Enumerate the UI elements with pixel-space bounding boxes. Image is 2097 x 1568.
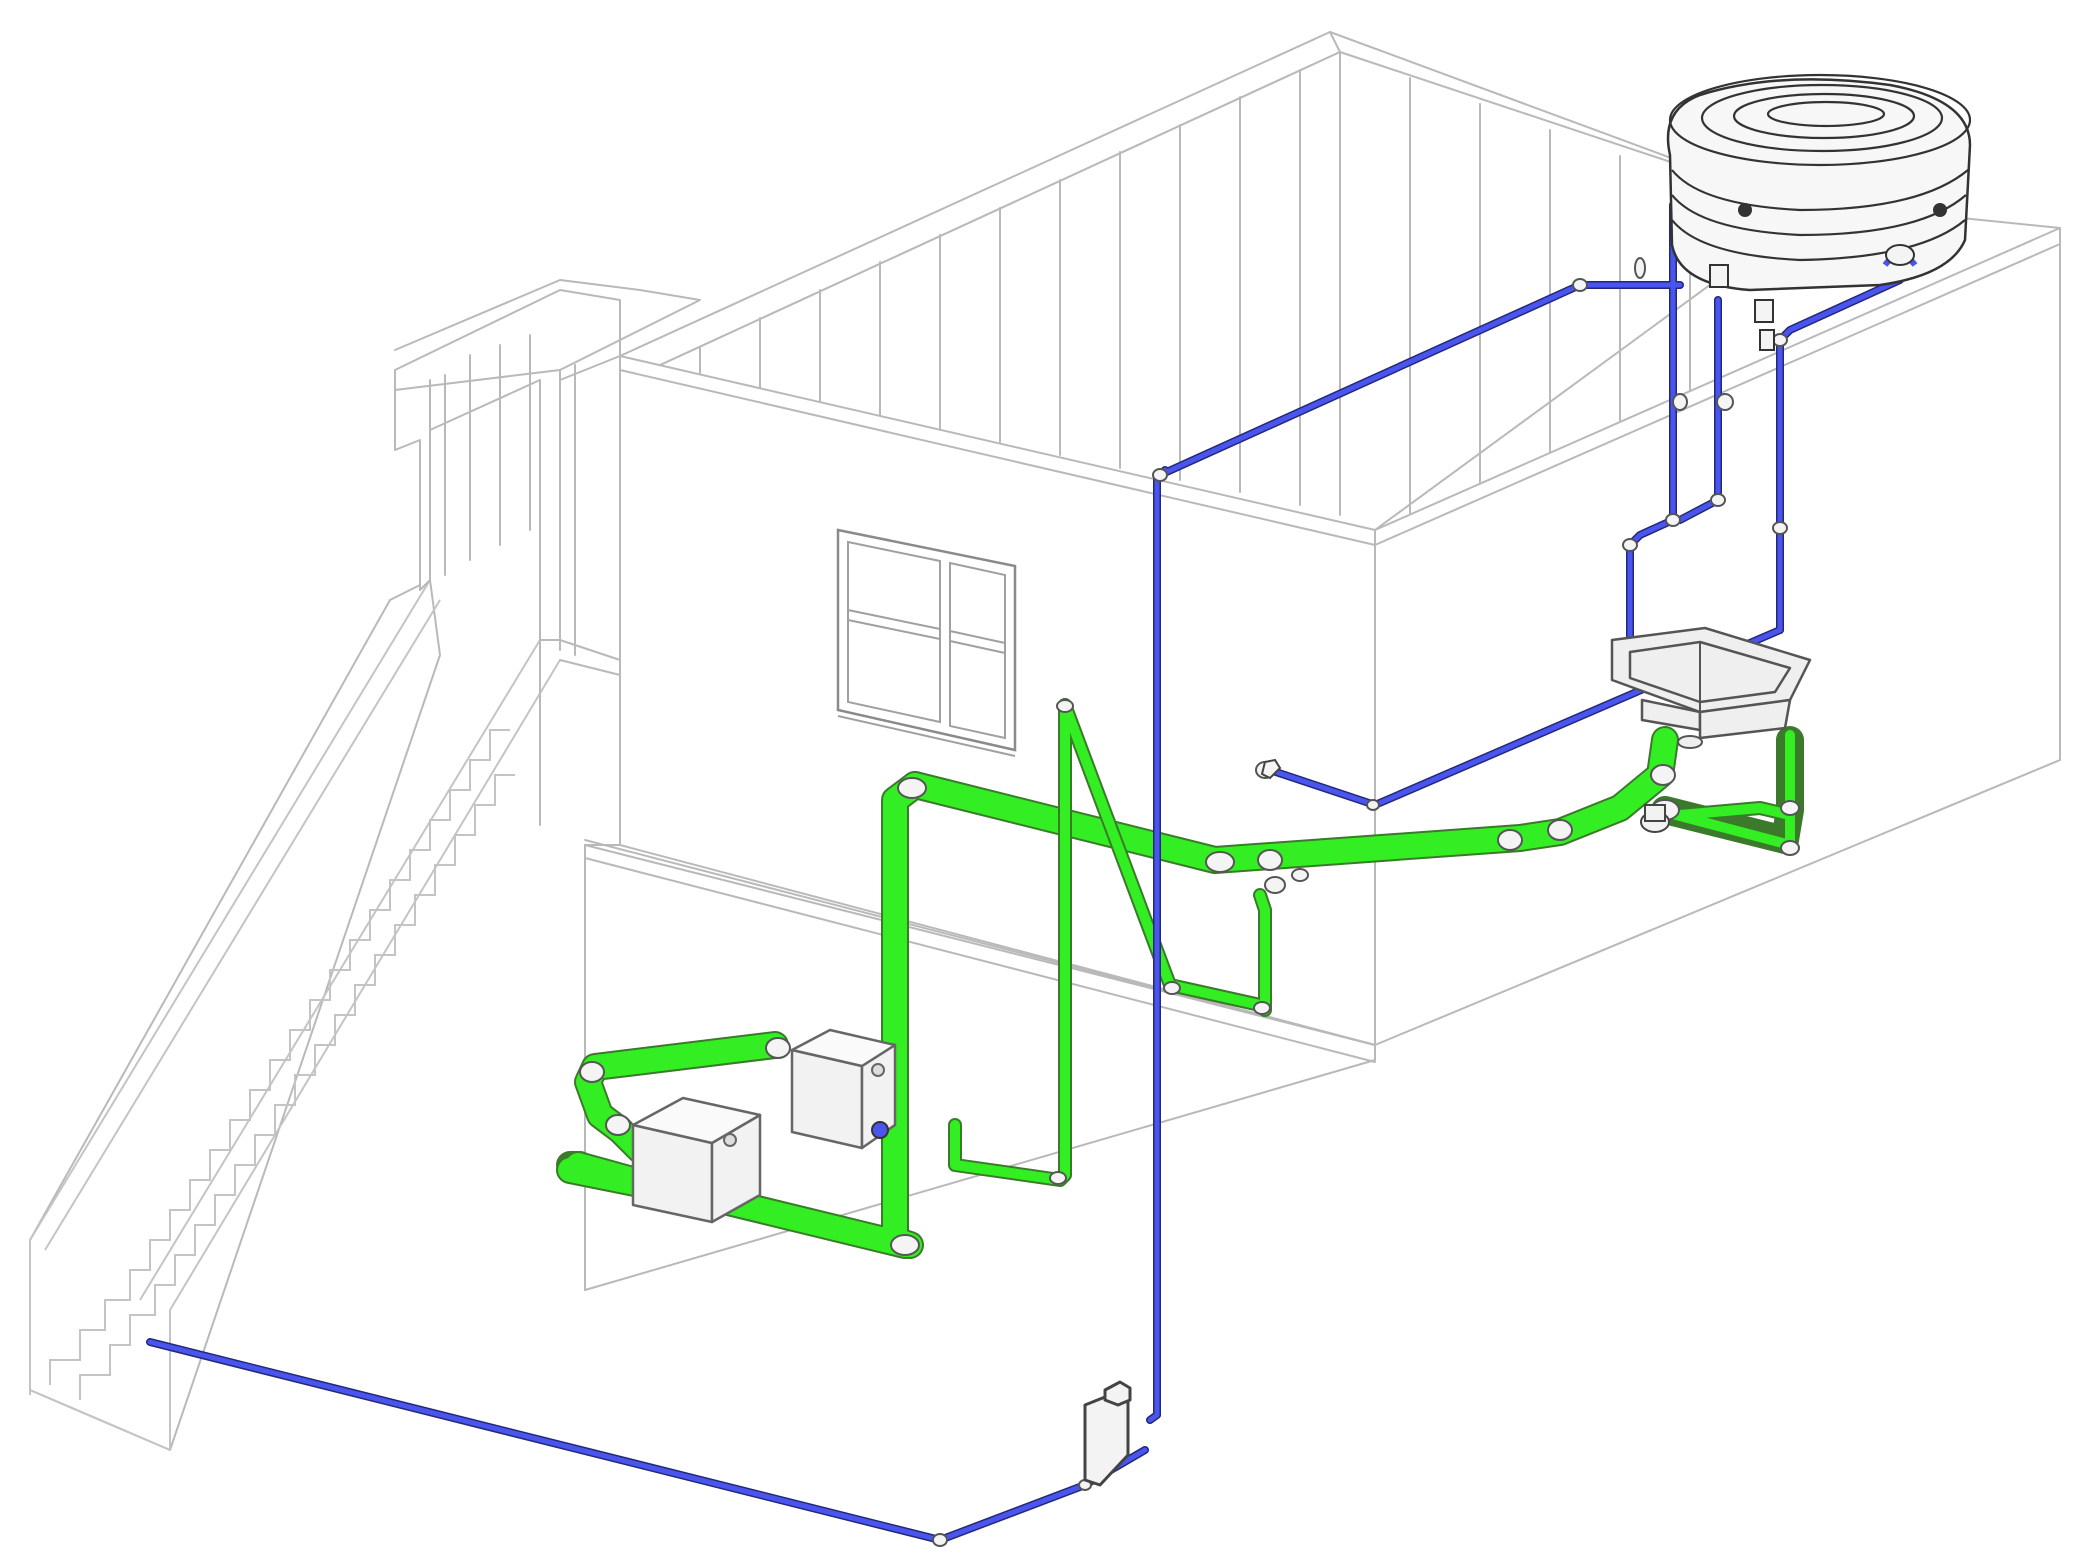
elbow-fitting — [1366, 799, 1380, 811]
elbow-fitting — [1572, 278, 1588, 292]
tee-fitting — [1257, 849, 1283, 871]
kitchen-sink — [1610, 626, 1812, 749]
valve-fitting — [1716, 393, 1734, 411]
tank-outlet-valve — [1709, 264, 1775, 351]
floor-drain-trap — [1640, 804, 1670, 833]
elbow-fitting — [1772, 521, 1788, 535]
elbow-fitting — [605, 1114, 631, 1136]
tank-overflow-elbow — [1738, 203, 1947, 267]
elbow-fitting — [1056, 699, 1074, 713]
window — [836, 528, 1017, 757]
valve-fitting — [1672, 393, 1688, 411]
drainage-pipe-network — [556, 698, 1804, 1259]
tap-fitting — [1260, 758, 1282, 780]
elbow-fitting — [1622, 538, 1638, 552]
valve-fitting — [1291, 868, 1309, 882]
parapet-panels — [699, 51, 1691, 521]
water-meter — [1083, 1380, 1132, 1487]
elbow-fitting — [1205, 851, 1235, 873]
elbow-fitting — [890, 1234, 920, 1256]
elbow-fitting — [932, 1533, 948, 1547]
inspection-box-right — [790, 1028, 897, 1150]
coupling-fitting — [1547, 819, 1573, 841]
elbow-fitting — [1780, 840, 1800, 856]
elbow-fitting — [1163, 981, 1181, 995]
elbow-fitting — [1152, 468, 1168, 482]
inspection-box-left — [631, 1096, 762, 1224]
exterior-staircase — [29, 279, 701, 1451]
elbow-fitting — [1665, 513, 1681, 527]
coupling-fitting — [1497, 829, 1523, 851]
elbow-fitting — [765, 1037, 791, 1059]
water-storage-tank — [1666, 73, 1972, 351]
elbow-fitting — [1772, 333, 1788, 347]
elbow-fitting — [1710, 493, 1726, 507]
elbow-fitting — [1650, 764, 1676, 786]
valve-fitting — [1264, 876, 1286, 894]
elbow-fitting — [1634, 257, 1646, 279]
elbow-fitting — [1780, 800, 1800, 816]
elbow-fitting — [579, 1061, 605, 1083]
elbow-fitting — [1253, 1001, 1271, 1015]
supply-pipe-ground-run — [146, 1338, 1149, 1544]
elbow-fitting — [1049, 1171, 1067, 1185]
elbow-fitting — [897, 777, 927, 799]
